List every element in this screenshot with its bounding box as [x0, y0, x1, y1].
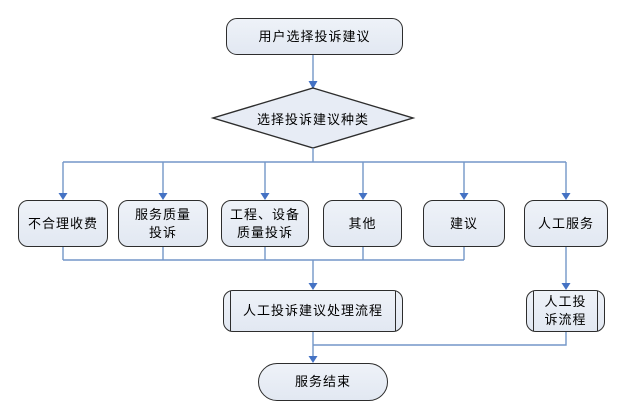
arrowhead-icon: [561, 283, 571, 290]
node-manual-complaint-flow: 人工投 诉流程: [526, 290, 605, 332]
arrowhead-icon: [308, 356, 318, 363]
node-unreasonable-fees: 不合理收费: [18, 200, 108, 247]
arrowhead-icon: [561, 193, 571, 200]
arrowhead-icon: [58, 193, 68, 200]
node-manual-handling-flow: 人工投诉建议处理流程: [223, 290, 403, 332]
node-engineering-equipment: 工程、设备 质量投诉: [221, 200, 309, 247]
arrowhead-icon: [260, 193, 270, 200]
edge-complaint-flow-to-end: [313, 332, 567, 346]
arrowhead-icon: [308, 81, 318, 89]
node-end: 服务结束: [258, 363, 388, 401]
arrowhead-icon: [459, 193, 469, 200]
arrowhead-icon: [358, 193, 368, 200]
node-other: 其他: [323, 200, 402, 247]
node-manual-service: 人工服务: [524, 200, 608, 247]
node-decision-label: 选择投诉建议种类: [256, 111, 369, 127]
node-service-quality: 服务质量 投诉: [118, 200, 208, 247]
arrowhead-icon: [308, 283, 318, 290]
node-start: 用户选择投诉建议: [226, 18, 403, 55]
arrowhead-icon: [158, 193, 168, 200]
node-suggestion: 建议: [423, 200, 505, 247]
